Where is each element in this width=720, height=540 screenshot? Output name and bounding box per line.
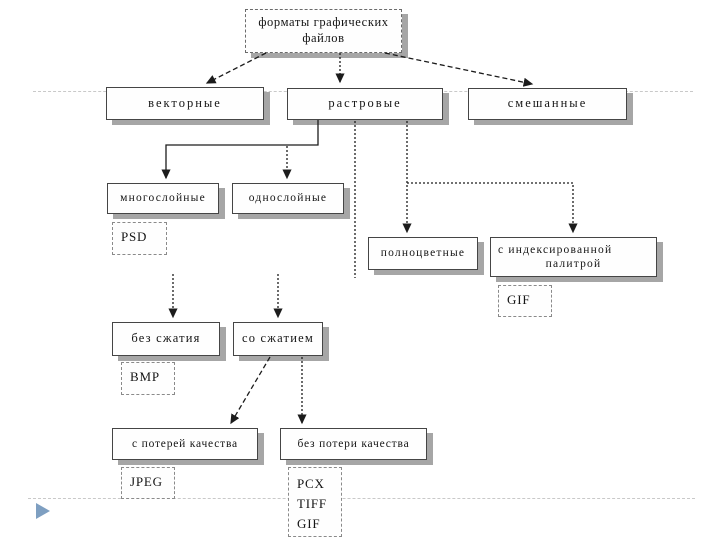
node-with-compression-label: со сжатием bbox=[242, 331, 314, 346]
node-indexed-line2: палитрой bbox=[545, 258, 602, 270]
slide-nav-triangle-icon bbox=[36, 503, 50, 519]
node-lossless-formats: PCX TIFF GIF bbox=[288, 467, 342, 537]
node-bmp: BMP bbox=[121, 362, 175, 395]
template-rule-bottom bbox=[28, 498, 695, 499]
edge-compression-lossy bbox=[230, 356, 271, 425]
node-with-compression: со сжатием bbox=[233, 322, 323, 356]
node-pcx-label: PCX bbox=[297, 476, 325, 491]
node-fullcolor-label: полноцветные bbox=[380, 247, 466, 260]
node-indexed-gif-label: GIF bbox=[507, 292, 531, 307]
node-mixed-label: смешанные bbox=[507, 96, 588, 111]
node-singlelayer: однослойные bbox=[232, 183, 344, 214]
node-bmp-label: BMP bbox=[130, 369, 160, 384]
node-indexed: с индексированной палитрой bbox=[490, 237, 657, 277]
node-vector: векторные bbox=[106, 87, 264, 120]
node-root-line1: форматы графических bbox=[258, 15, 389, 30]
node-jpeg-label: JPEG bbox=[130, 474, 163, 489]
node-no-compression: без сжатия bbox=[112, 322, 220, 356]
node-psd-label: PSD bbox=[121, 229, 148, 244]
node-fullcolor: полноцветные bbox=[368, 237, 478, 270]
node-no-compression-label: без сжатия bbox=[131, 331, 201, 346]
node-lossless: без потери качества bbox=[280, 428, 427, 460]
node-tiff-label: TIFF bbox=[297, 496, 327, 512]
node-lossless-label: без потери качества bbox=[297, 437, 410, 450]
node-gif-label: GIF bbox=[297, 516, 321, 532]
node-indexed-line1: с индексированной bbox=[498, 243, 613, 256]
node-mixed: смешанные bbox=[468, 88, 627, 120]
edge-raster-multilayer bbox=[161, 120, 319, 180]
node-multilayer: многослойные bbox=[107, 183, 219, 214]
node-root: форматы графических файлов bbox=[245, 9, 402, 53]
node-lossy-label: с потерей качества bbox=[132, 437, 238, 450]
node-indexed-gif: GIF bbox=[498, 285, 552, 317]
node-jpeg: JPEG bbox=[121, 467, 175, 499]
node-raster-label: растровые bbox=[328, 96, 402, 111]
node-multilayer-label: многослойные bbox=[120, 192, 206, 205]
edge-root-vector bbox=[205, 52, 267, 84]
node-psd: PSD bbox=[112, 222, 167, 255]
node-lossy: с потерей качества bbox=[112, 428, 258, 460]
node-raster: растровые bbox=[287, 88, 443, 120]
node-singlelayer-label: однослойные bbox=[248, 192, 328, 205]
node-root-line2: файлов bbox=[302, 31, 345, 45]
edge-root-mixed bbox=[384, 52, 534, 87]
edge-raster-indexed bbox=[407, 182, 578, 234]
node-vector-label: векторные bbox=[148, 95, 222, 110]
